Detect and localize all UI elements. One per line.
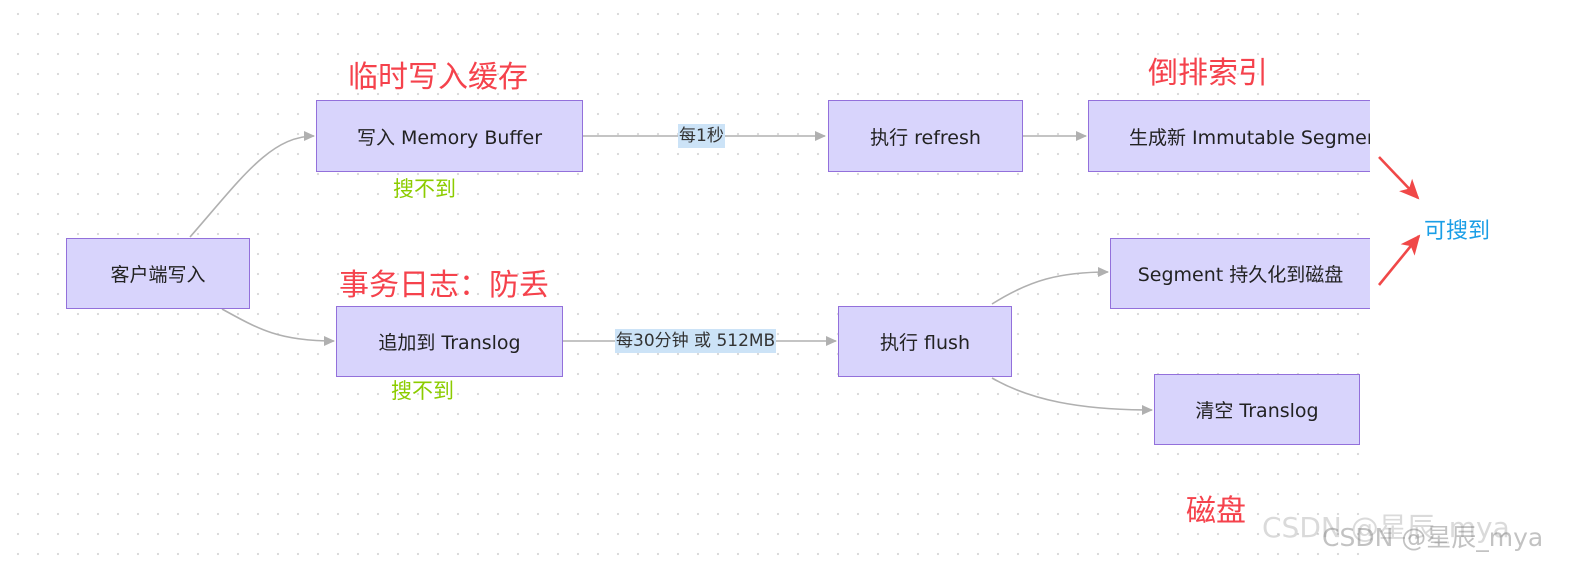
edge-label-every-30min: 每30分钟 或 512MB <box>615 329 777 353</box>
annotation-transaction-log: 事务日志：防丢 <box>339 268 549 303</box>
annotation-searchable: 可搜到 <box>1424 219 1491 244</box>
red-arrow-upper <box>1378 156 1420 200</box>
annotation-inverted-index: 倒排索引 <box>1148 56 1268 91</box>
node-flush: 执行 flush <box>838 306 1012 377</box>
annotation-disk: 磁盘 <box>1186 494 1246 529</box>
node-segment-persist: Segment 持久化到磁盘 <box>1110 238 1370 309</box>
edge-flush-to-clear <box>991 377 1153 415</box>
node-client-write-label: 客户端写入 <box>110 264 206 286</box>
watermark-front: CSDN @星辰_mya <box>1322 523 1544 552</box>
edge-client-to-translog <box>221 308 335 346</box>
annotation-temp-cache: 临时写入缓存 <box>348 60 528 95</box>
node-flush-label: 执行 flush <box>880 332 970 354</box>
annotation-not-searchable-buffer: 搜不到 <box>393 177 456 201</box>
red-arrow-lower <box>1377 234 1421 286</box>
watermark-back: CSDN @星辰_mya <box>1262 511 1510 544</box>
margin-strip <box>1370 0 1582 566</box>
node-refresh-label: 执行 refresh <box>870 126 981 149</box>
node-translog-append-label: 追加到 Translog <box>378 332 521 354</box>
edge-flush-to-persist <box>991 267 1109 305</box>
node-immutable-segment-label: 生成新 Immutable Segment <box>1129 126 1370 149</box>
node-memory-buffer-label: 写入 Memory Buffer <box>356 126 543 149</box>
node-segment-persist-label: Segment 持久化到磁盘 <box>1137 264 1344 286</box>
edge-client-to-buffer <box>189 131 315 238</box>
node-immutable-segment: 生成新 Immutable Segment <box>1088 100 1370 172</box>
node-clear-translog-label: 清空 Translog <box>1195 400 1319 422</box>
annotation-not-searchable-translog: 搜不到 <box>391 379 454 403</box>
node-clear-translog: 清空 Translog <box>1154 374 1360 445</box>
edge-label-every-second: 每1秒 <box>678 124 725 148</box>
node-client-write: 客户端写入 <box>66 238 250 309</box>
node-refresh: 执行 refresh <box>828 100 1023 172</box>
node-memory-buffer: 写入 Memory Buffer <box>316 100 583 172</box>
node-translog-append: 追加到 Translog <box>336 306 563 377</box>
